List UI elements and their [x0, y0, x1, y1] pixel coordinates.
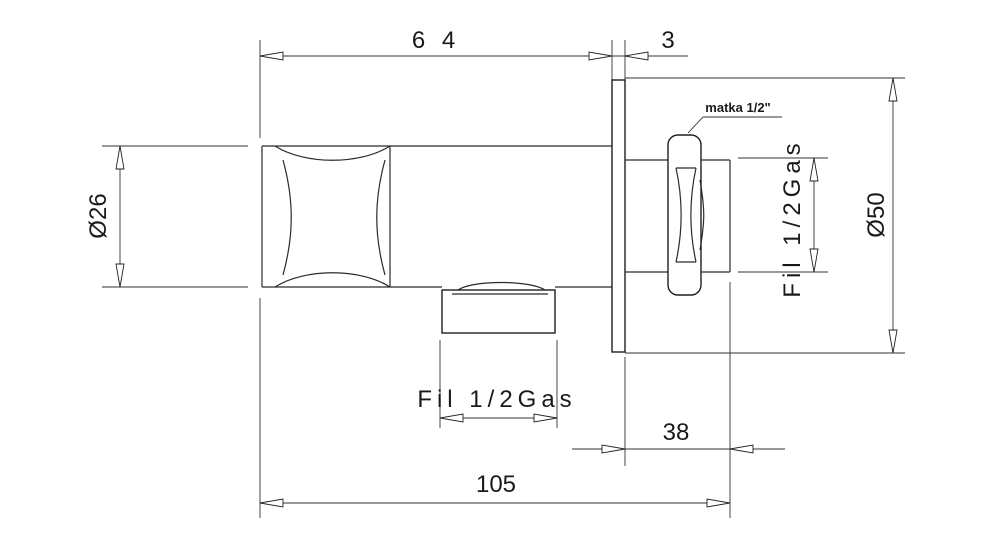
dim-length-3: 3	[661, 27, 674, 54]
dim-thread-side: Fil 1/2Gas	[779, 138, 806, 297]
dim-diameter-50: Ø50	[863, 192, 890, 237]
hex-nut	[667, 116, 782, 296]
nut-label: matka 1/2"	[705, 100, 770, 115]
extension-lines	[102, 40, 905, 518]
dimension-lines	[115, 51, 898, 508]
dim-thread-bottom: Fil 1/2Gas	[417, 386, 576, 413]
dim-diameter-26: Ø26	[85, 193, 112, 238]
dim-length-64: 6 4	[412, 27, 460, 54]
dim-length-105: 105	[476, 471, 516, 498]
dim-length-38: 38	[663, 419, 690, 446]
valve-body	[261, 79, 668, 353]
